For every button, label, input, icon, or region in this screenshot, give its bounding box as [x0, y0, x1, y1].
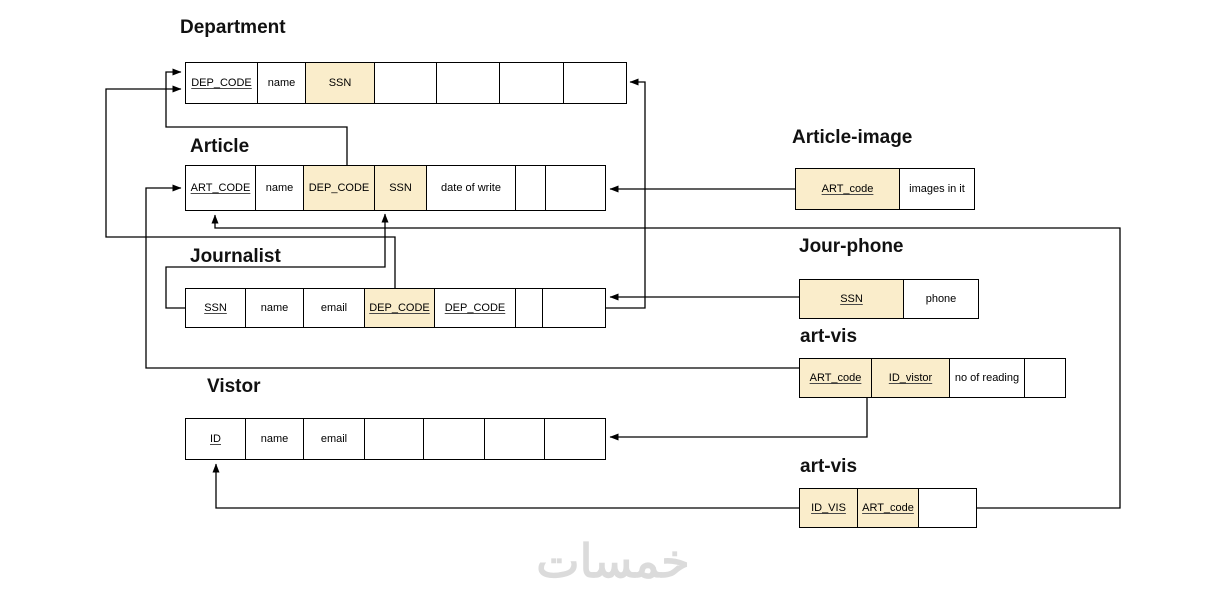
- cell-empty: [543, 288, 606, 328]
- table-vistor: ID name email: [185, 418, 606, 460]
- cell-empty: [564, 62, 627, 104]
- cell-empty: [485, 418, 545, 460]
- connector-art-vis2-idvis-to-vistor-id: [212, 463, 799, 509]
- cell-art-vis1-art-code: ART_code: [799, 358, 872, 398]
- cell-article-image-images-in-it: images in it: [900, 168, 975, 210]
- cell-journalist-dep-code: DEP_CODE: [365, 288, 435, 328]
- cell-art-vis1-no-of-reading: no of reading: [950, 358, 1025, 398]
- table-title-article: Article: [190, 136, 250, 157]
- watermark-logo: خمسات: [536, 535, 690, 587]
- cell-journalist-name: name: [246, 288, 304, 328]
- cell-article-name: name: [256, 165, 304, 211]
- cell-empty: [424, 418, 485, 460]
- cell-article-dep-code: DEP_CODE: [304, 165, 375, 211]
- cell-vistor-id: ID: [185, 418, 246, 460]
- table-article-image: ART_code images in it: [795, 168, 975, 210]
- table-art-vis-2: ID_VIS ART_code: [799, 488, 977, 528]
- table-art-vis-1: ART_code ID_vistor no of reading: [799, 358, 1066, 398]
- cell-empty: [500, 62, 564, 104]
- table-title-article-image: Article-image: [792, 127, 913, 148]
- cell-vistor-name: name: [246, 418, 304, 460]
- table-title-art-vis-2: art-vis: [800, 456, 858, 477]
- cell-empty: [919, 488, 977, 528]
- connector-art-vis-to-article-artcode: [145, 184, 799, 369]
- table-article: ART_CODE name DEP_CODE SSN date of write: [185, 165, 606, 211]
- cell-department-dep-code: DEP_CODE: [185, 62, 258, 104]
- table-title-jour-phone: Jour-phone: [799, 236, 904, 257]
- table-title-department: Department: [180, 17, 286, 38]
- cell-journalist-dep-code-2: DEP_CODE: [435, 288, 516, 328]
- table-title-art-vis-1: art-vis: [800, 326, 858, 347]
- cell-vistor-email: email: [304, 418, 365, 460]
- connector-art-vis-idvistor-to-vistor: [609, 398, 868, 441]
- cell-art-vis1-id-vistor: ID_vistor: [872, 358, 950, 398]
- table-title-vistor: Vistor: [207, 376, 261, 397]
- cell-jour-phone-ssn: SSN: [799, 279, 904, 319]
- cell-empty: [365, 418, 424, 460]
- table-department: DEP_CODE name SSN: [185, 62, 627, 104]
- cell-jour-phone-phone: phone: [904, 279, 979, 319]
- table-title-journalist: Journalist: [190, 246, 281, 267]
- cell-journalist-ssn: SSN: [185, 288, 246, 328]
- cell-article-ssn: SSN: [375, 165, 427, 211]
- table-jour-phone: SSN phone: [799, 279, 979, 319]
- cell-art-vis2-id-vis: ID_VIS: [799, 488, 858, 528]
- connector-journalist-depcode2-to-department: [606, 78, 646, 309]
- cell-journalist-email: email: [304, 288, 365, 328]
- cell-article-date-of-write: date of write: [427, 165, 516, 211]
- cell-empty: [375, 62, 437, 104]
- cell-empty: [546, 165, 606, 211]
- cell-article-art-code: ART_CODE: [185, 165, 256, 211]
- cell-department-ssn: SSN: [306, 62, 375, 104]
- cell-empty: [516, 165, 546, 211]
- table-journalist: SSN name email DEP_CODE DEP_CODE: [185, 288, 606, 328]
- cell-empty: [1025, 358, 1066, 398]
- cell-art-vis2-art-code: ART_code: [858, 488, 919, 528]
- cell-empty: [516, 288, 543, 328]
- cell-article-image-art-code: ART_code: [795, 168, 900, 210]
- cell-department-name: name: [258, 62, 306, 104]
- cell-empty: [437, 62, 500, 104]
- cell-empty: [545, 418, 606, 460]
